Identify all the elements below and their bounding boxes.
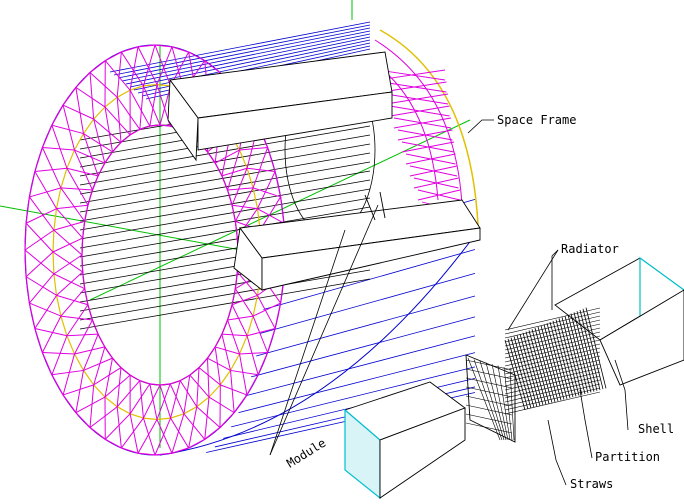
label-shell: Shell bbox=[638, 422, 674, 436]
label-module: Module bbox=[284, 436, 328, 471]
label-partition: Partition bbox=[595, 450, 660, 464]
label-space-frame: Space Frame bbox=[497, 113, 576, 127]
label-radiator: Radiator bbox=[561, 242, 619, 256]
label-straws: Straws bbox=[570, 477, 613, 491]
